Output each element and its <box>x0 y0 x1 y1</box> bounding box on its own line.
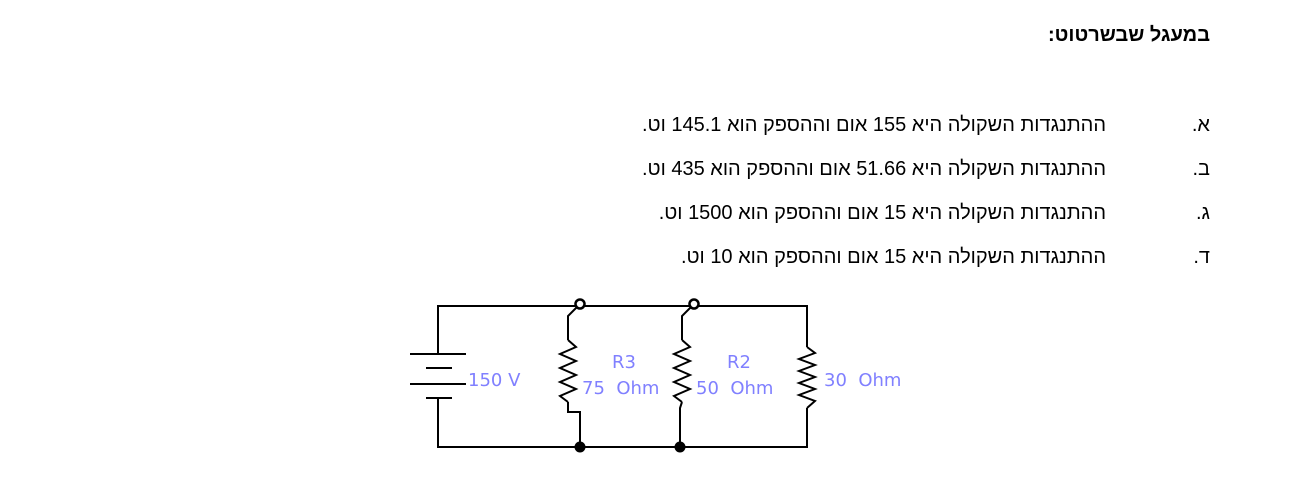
battery-icon <box>410 353 466 399</box>
junction-top-r2 <box>688 298 700 310</box>
r3-value-label: 75 Ohm <box>582 378 659 399</box>
option-letter: א. <box>1191 114 1210 136</box>
resistor-r1 <box>796 346 818 409</box>
option-letter: ב. <box>1192 158 1210 180</box>
source-voltage-label: 150 V <box>468 370 521 391</box>
r1-value-label: 30 Ohm <box>824 370 901 391</box>
junction-bottom-r3 <box>574 441 586 453</box>
wire-r3-bottom <box>567 402 581 447</box>
answer-option-d: ד. ההתנגדות השקולה היא 15 אום וההספק הוא… <box>510 246 1210 290</box>
question-title: במעגל שבשרטוט: <box>1047 24 1210 46</box>
wire-bottom-left <box>437 398 578 448</box>
option-letter: ג. <box>1195 202 1210 224</box>
circuit-junctions <box>574 298 700 453</box>
option-text: ההתנגדות השקולה היא 155 אום וההספק הוא 1… <box>642 114 1106 136</box>
option-letter: ד. <box>1193 246 1210 268</box>
junction-bottom-r2 <box>674 441 686 453</box>
r3-name-label: R3 <box>612 352 636 373</box>
circuit-diagram: 150 V R3 75 Ohm R2 50 Ohm 30 Ohm <box>410 298 901 453</box>
junction-top-r3 <box>574 298 586 310</box>
answer-option-a: א. ההתנגדות השקולה היא 155 אום וההספק הו… <box>510 114 1210 158</box>
option-text: ההתנגדות השקולה היא 51.66 אום וההספק הוא… <box>642 158 1106 180</box>
answer-options: א. ההתנגדות השקולה היא 155 אום וההספק הו… <box>510 114 1210 290</box>
wire-r3-top <box>567 305 579 340</box>
option-text: ההתנגדות השקולה היא 15 אום וההספק הוא 10… <box>680 246 1106 268</box>
r2-name-label: R2 <box>727 352 751 373</box>
resistor-r3 <box>557 339 579 403</box>
wire-top-right <box>692 305 808 347</box>
wire-r2-top <box>681 305 693 340</box>
circuit-wires <box>437 305 818 448</box>
r2-value-label: 50 Ohm <box>696 378 773 399</box>
answer-option-c: ג. ההתנגדות השקולה היא 15 אום וההספק הוא… <box>510 202 1210 246</box>
resistor-r2 <box>671 339 693 403</box>
wire-top-left <box>437 305 578 354</box>
wire-bottom-right <box>680 408 808 448</box>
wire-r2-bottom <box>679 401 683 447</box>
answer-option-b: ב. ההתנגדות השקולה היא 51.66 אום וההספק … <box>510 158 1210 202</box>
option-text: ההתנגדות השקולה היא 15 אום וההספק הוא 15… <box>658 202 1106 224</box>
